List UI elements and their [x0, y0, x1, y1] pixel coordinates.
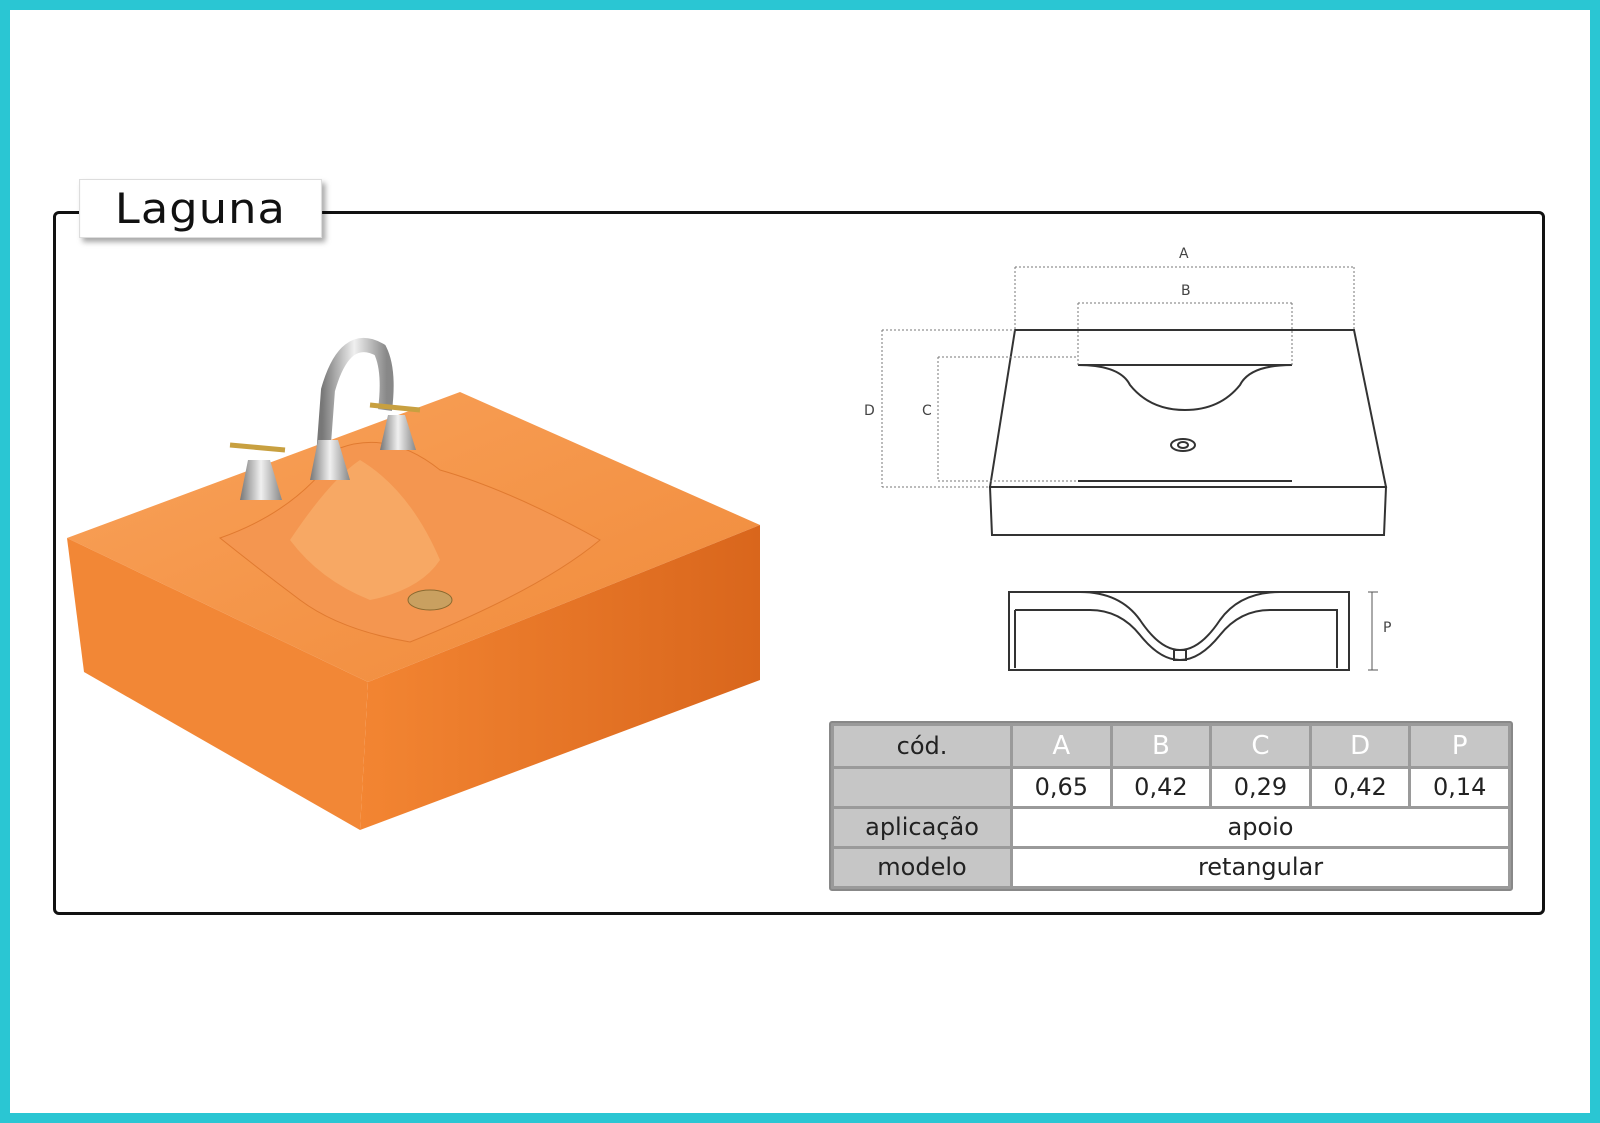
table-row-header: cód. A B C D P — [834, 726, 1508, 766]
value-c: 0,29 — [1212, 768, 1309, 806]
column-header-c: C — [1212, 726, 1309, 766]
table-row-model: modelo retangular — [834, 848, 1508, 886]
specification-table: cód. A B C D P 0,65 0,42 0,29 0,42 0,14 … — [829, 721, 1513, 891]
column-header-p: P — [1411, 726, 1508, 766]
column-header-a: A — [1013, 726, 1110, 766]
product-title: Laguna — [79, 179, 323, 238]
product-panel — [53, 211, 1545, 915]
sink-side-view-diagram — [1008, 591, 1378, 671]
table-row-values: 0,65 0,42 0,29 0,42 0,14 — [834, 768, 1508, 806]
value-d: 0,42 — [1311, 768, 1409, 806]
column-header-b: B — [1112, 726, 1210, 766]
application-label: aplicação — [834, 808, 1010, 846]
dimension-label-a: A — [1179, 246, 1189, 262]
dimension-label-b: B — [1181, 283, 1191, 299]
dimension-label-c: C — [922, 403, 932, 419]
code-label: cód. — [834, 726, 1010, 766]
value-p: 0,14 — [1411, 768, 1508, 806]
values-label-empty — [834, 768, 1010, 806]
product-title-text: Laguna — [114, 184, 287, 233]
dimension-label-d: D — [864, 403, 875, 419]
model-value: retangular — [1013, 848, 1508, 886]
model-label: modelo — [834, 848, 1010, 886]
sink-top-view-diagram — [881, 266, 1388, 536]
sink-product-image — [67, 338, 760, 830]
value-b: 0,42 — [1112, 768, 1210, 806]
dimension-label-p: P — [1383, 620, 1392, 636]
table-row-application: aplicação apoio — [834, 808, 1508, 846]
value-a: 0,65 — [1013, 768, 1110, 806]
column-header-d: D — [1311, 726, 1409, 766]
application-value: apoio — [1013, 808, 1508, 846]
